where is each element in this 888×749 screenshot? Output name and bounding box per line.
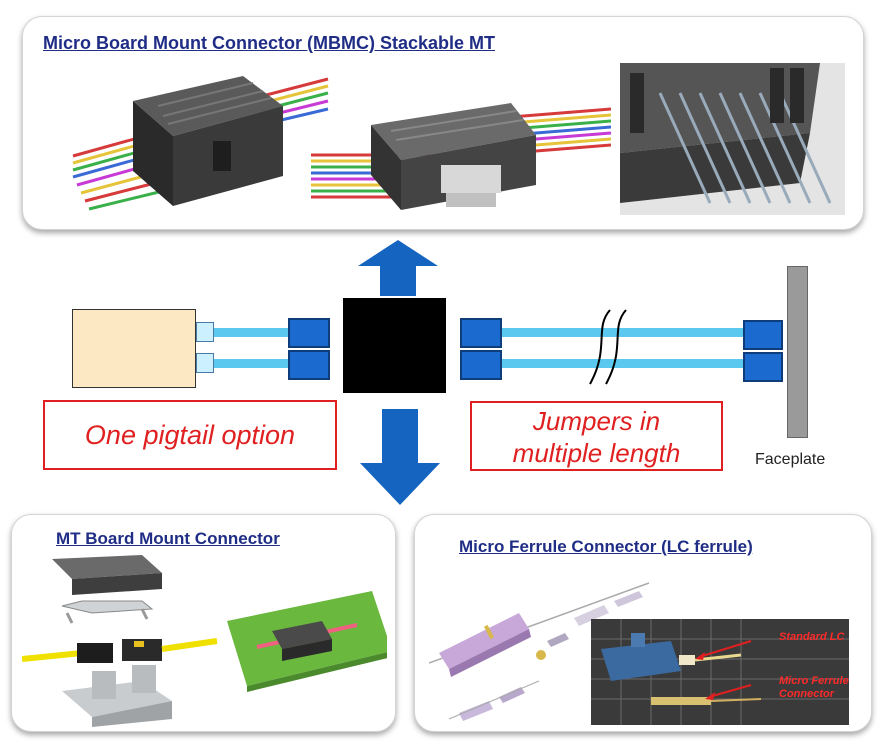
photo-grid <box>591 619 849 725</box>
bottom-left-panel-title: MT Board Mount Connector <box>56 529 280 548</box>
top-panel: Micro Board Mount Connector (MBMC) Stack… <box>22 16 864 230</box>
length-break-icon <box>589 309 627 385</box>
micro-ferrule-photo: Standard LC Micro Ferrule Connector <box>591 619 849 725</box>
bottom-right-panel: Micro Ferrule Connector (LC ferrule) <box>414 514 872 732</box>
jumper-connector-left-bottom <box>460 350 502 380</box>
pigtail-fiber-top <box>214 328 290 337</box>
faceplate-label: Faceplate <box>755 451 826 468</box>
pigtail-connector-top <box>288 318 330 348</box>
mbmc-connector-image-2 <box>311 103 611 210</box>
micro-ferrule-exploded-image <box>429 582 650 721</box>
jumper-fiber-bottom <box>502 359 743 368</box>
up-arrow-icon <box>358 240 438 296</box>
mbmc-connector-image-3 <box>620 63 845 215</box>
pigtail-connector-bottom <box>288 350 330 380</box>
pigtail-cap-top <box>196 322 214 342</box>
bottom-left-panel: MT Board Mount Connector <box>11 514 396 732</box>
micro-ferrule-label: Micro Ferrule Connector <box>779 675 849 700</box>
mt-board-mount-connector-image <box>22 555 387 727</box>
board-module <box>72 309 196 388</box>
mbmc-connector-image-1 <box>72 76 329 211</box>
jumper-connector-left-top <box>460 318 502 348</box>
bottom-right-panel-title: Micro Ferrule Connector (LC ferrule) <box>459 537 753 556</box>
jumpers-label-line2: multiple length <box>512 438 681 468</box>
pigtail-option-label: One pigtail option <box>43 400 337 470</box>
mbmc-block <box>343 298 446 393</box>
jumper-connector-right-bottom <box>743 352 783 382</box>
jumpers-label-line1: Jumpers in <box>532 406 661 436</box>
pigtail-cap-bottom <box>196 353 214 373</box>
top-panel-title: Micro Board Mount Connector (MBMC) Stack… <box>43 33 496 53</box>
jumpers-label: Jumpers in multiple length <box>470 401 723 471</box>
faceplate <box>787 266 808 438</box>
jumper-fiber-top <box>502 328 743 337</box>
pigtail-option-text: One pigtail option <box>84 420 296 450</box>
pigtail-fiber-bottom <box>214 359 290 368</box>
down-arrow-icon <box>360 409 440 505</box>
jumper-connector-right-top <box>743 320 783 350</box>
standard-lc-label: Standard LC <box>779 631 845 643</box>
